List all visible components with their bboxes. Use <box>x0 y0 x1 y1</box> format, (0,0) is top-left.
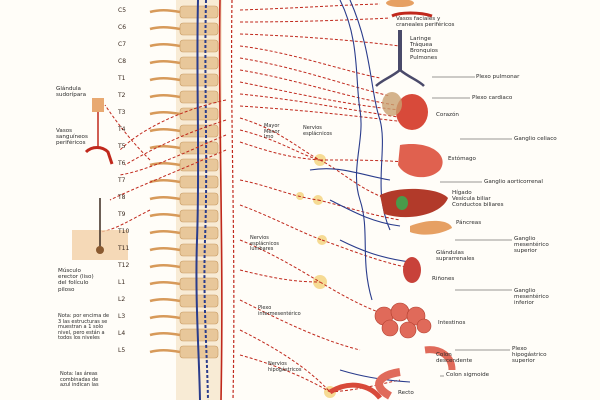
segment-label-t6: T6 <box>118 160 126 167</box>
vertebra-l2 <box>179 294 219 308</box>
vertebra-l1 <box>179 277 219 291</box>
vertebra-t3 <box>179 107 219 121</box>
label-intestinos: Intestinos <box>438 320 466 326</box>
spinal-nerve-t2 <box>149 93 181 99</box>
spinal-nerve-l3 <box>149 314 181 320</box>
segment-label-t4: T4 <box>118 126 126 133</box>
segment-label-l3: L3 <box>118 313 126 320</box>
segment-label-t1: T1 <box>118 75 126 82</box>
vertebra-c6 <box>179 22 219 36</box>
spinal-nerve-t5 <box>149 144 181 150</box>
spinal-nerve-l2 <box>149 297 181 303</box>
label-plexo-pulmonar: Plexo pulmonar <box>476 74 520 80</box>
segment-label-c6: C6 <box>118 24 127 31</box>
segment-label-l4: L4 <box>118 330 126 337</box>
vertebra-c5 <box>179 5 219 19</box>
sympathetic-ganglia <box>296 154 336 398</box>
segment-label-t2: T2 <box>118 92 126 99</box>
segment-label-t10: T10 <box>118 228 130 235</box>
spinal-nerve-t4 <box>149 127 181 133</box>
spinal-nerve-t1 <box>149 76 181 82</box>
label-recto: Recto <box>398 390 414 396</box>
label-rinones: Riñones <box>432 276 455 282</box>
vertebra-t10 <box>179 226 219 240</box>
segment-label-t3: T3 <box>118 109 126 116</box>
label-ganglio-aorticorrenal: Ganglio aorticorrenal <box>484 179 543 185</box>
label-corazon: Corazón <box>436 112 459 118</box>
nerve-fibers-red <box>99 3 411 393</box>
vertebra-c7 <box>179 39 219 53</box>
spinal-nerve-t8 <box>149 195 181 201</box>
spinal-nerve-t10 <box>149 229 181 235</box>
vertebra-t8 <box>179 192 219 206</box>
spinal-nerve-l5 <box>149 348 181 354</box>
spinal-nerve-t6 <box>149 161 181 167</box>
segment-label-t8: T8 <box>118 194 126 201</box>
segment-label-t7: T7 <box>118 177 126 184</box>
vertebra-l3 <box>179 311 219 325</box>
segment-label-l1: L1 <box>118 279 126 286</box>
segment-label-c5: C5 <box>118 7 127 14</box>
peripheral-structures <box>72 98 128 260</box>
spinal-nerve-c6 <box>149 25 181 31</box>
leader-lines <box>432 76 512 377</box>
vertebra-t2 <box>179 90 219 104</box>
spinal-nerve-c7 <box>149 42 181 48</box>
segment-label-t11: T11 <box>118 245 130 252</box>
spinal-nerve-l4 <box>149 331 181 337</box>
vertebra-t11 <box>179 243 219 257</box>
nerve-fibers-blue <box>309 0 411 383</box>
segment-label-c8: C8 <box>118 58 127 65</box>
spinal-nerve-l1 <box>149 280 181 286</box>
spinal-nerve-t7 <box>149 178 181 184</box>
vertebra-t12 <box>179 260 219 274</box>
spinal-nerve-t11 <box>149 246 181 252</box>
spinal-nerve-t3 <box>149 110 181 116</box>
segment-label-l2: L2 <box>118 296 126 303</box>
label-plexo-cardiaco: Plexo cardiaco <box>472 95 513 101</box>
organs <box>328 0 456 400</box>
label-estomago: Estómago <box>448 156 476 162</box>
spinal-nerve-t12 <box>149 263 181 269</box>
vertebral-column <box>149 0 222 400</box>
segment-label-t12: T12 <box>118 262 130 269</box>
vertebra-t9 <box>179 209 219 223</box>
segment-label-l5: L5 <box>118 347 126 354</box>
spinal-nerve-t9 <box>149 212 181 218</box>
vertebra-l4 <box>179 328 219 342</box>
segment-label-t5: T5 <box>118 143 126 150</box>
label-ganglio-celiaco: Ganglio celiaco <box>514 136 557 142</box>
vertebra-c8 <box>179 56 219 70</box>
segment-label-t9: T9 <box>118 211 126 218</box>
label-colon-sigmoide: Colon sigmoide <box>446 372 490 378</box>
label-pancreas: Páncreas <box>456 220 482 226</box>
spinal-nerve-c8 <box>149 59 181 65</box>
segment-label-c7: C7 <box>118 41 127 48</box>
spinal-nerve-c5 <box>149 8 181 14</box>
spinal-cord <box>195 0 235 400</box>
vertebra-t1 <box>179 73 219 87</box>
